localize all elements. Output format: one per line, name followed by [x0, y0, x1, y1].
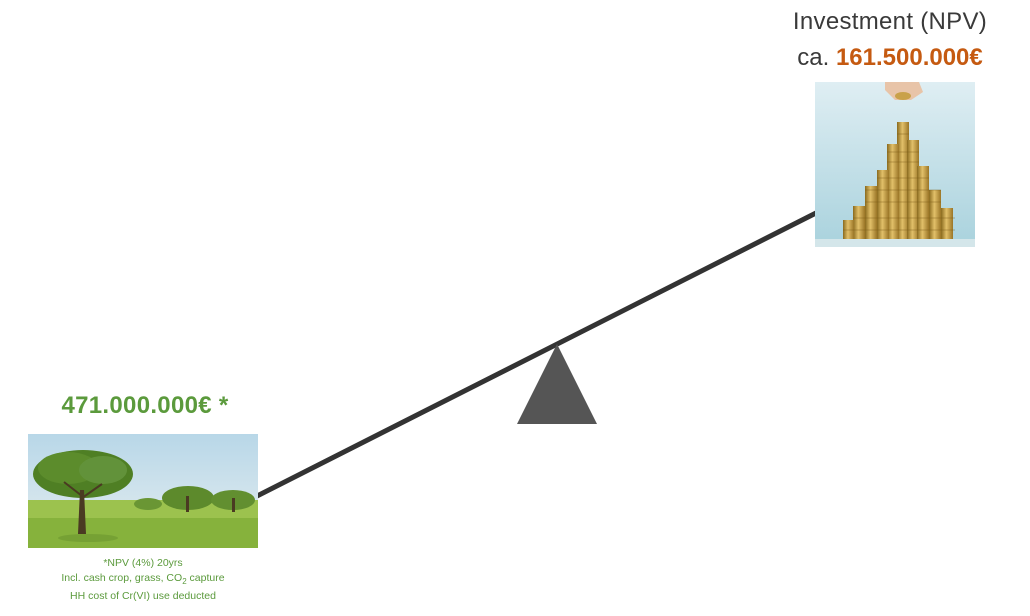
footnote-line-2-suffix: capture: [186, 572, 225, 584]
seesaw-beam: [252, 210, 819, 500]
savanna-trees-image: [28, 434, 258, 548]
coin-stacks-image: [815, 82, 975, 247]
investment-amount-line: ca. 161.500.000€: [740, 44, 1030, 72]
footnote-line-2-text: Incl. cash crop, grass, CO: [61, 572, 183, 584]
footnote-co2-subscript: 2: [182, 577, 187, 587]
footnote-line-3: HH cost of Cr(VI) use deducted: [70, 590, 216, 603]
investment-prefix: ca.: [797, 44, 830, 71]
footnote-line-1: *NPV (4%) 20yrs: [103, 557, 183, 569]
coin-stacks-icon: [815, 82, 975, 247]
fulcrum-triangle: [517, 344, 597, 424]
investment-title: Investment (NPV): [792, 8, 988, 35]
footnote-line-2: Incl. cash crop, grass, CO2 capture: [10, 571, 276, 589]
benefit-footnote: *NPV (4%) 20yrs Incl. cash crop, grass, …: [10, 556, 276, 604]
benefit-amount: 471.000.000€ *: [61, 392, 229, 419]
investment-amount: 161.500.000€: [835, 44, 983, 71]
savanna-trees-icon: [28, 434, 258, 548]
